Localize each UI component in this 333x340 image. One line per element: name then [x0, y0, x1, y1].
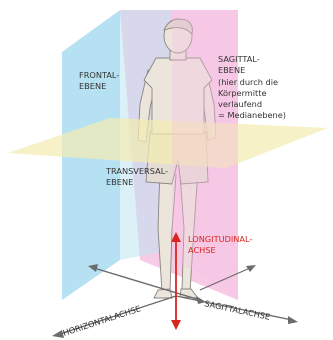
sagittal-axis-label: SAGITTALACHSE	[204, 298, 271, 322]
transversal-plane	[8, 118, 328, 168]
horizontal-axis-label: HORIZONTALACHSE	[62, 303, 142, 338]
